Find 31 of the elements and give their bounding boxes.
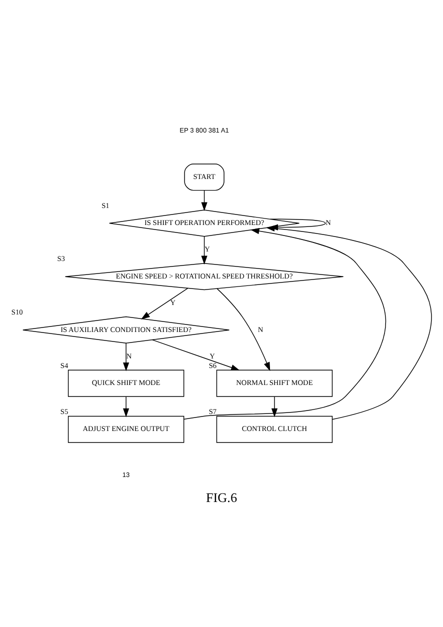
edge-label: Y: [210, 351, 215, 360]
node-box: QUICK SHIFT MODE: [68, 370, 184, 397]
node-label: S5: [60, 407, 68, 416]
arrow: [123, 396, 130, 418]
arrow: [271, 396, 278, 418]
arrow: [201, 236, 208, 264]
node-label: S10: [11, 308, 23, 317]
node-label: S1: [102, 200, 110, 210]
node-box: NORMAL SHIFT MODE: [216, 370, 333, 397]
node-label: S3: [57, 254, 65, 264]
node-diamond: IS AUXILIARY CONDITION SATISFIED?: [22, 316, 230, 344]
caption: FIG.6: [206, 490, 238, 506]
arrow: [216, 288, 270, 372]
node-box: START: [184, 164, 224, 191]
node-label: S4: [60, 360, 68, 370]
node-box: ADJUST ENGINE OUTPUT: [68, 416, 184, 443]
node-box: CONTROL CLUTCH: [216, 416, 333, 443]
arrow: [140, 288, 188, 320]
edge-label: N: [258, 324, 264, 334]
node-label: S7: [208, 407, 217, 416]
node-diamond: ENGINE SPEED > ROTATIONAL SPEED THRESHOLD?: [64, 263, 344, 290]
arrow: [201, 190, 208, 212]
arrow: [123, 342, 130, 372]
node-diamond: IS SHIFT OPERATION PERFORMED?: [109, 210, 300, 237]
node-label: S6: [208, 360, 217, 370]
edge-label: Y: [170, 298, 176, 308]
edge-label: Y: [204, 244, 210, 254]
edge-label: N: [126, 351, 132, 360]
edge-label: N: [326, 218, 331, 228]
arrow: [184, 228, 386, 420]
arrow: [152, 339, 240, 370]
